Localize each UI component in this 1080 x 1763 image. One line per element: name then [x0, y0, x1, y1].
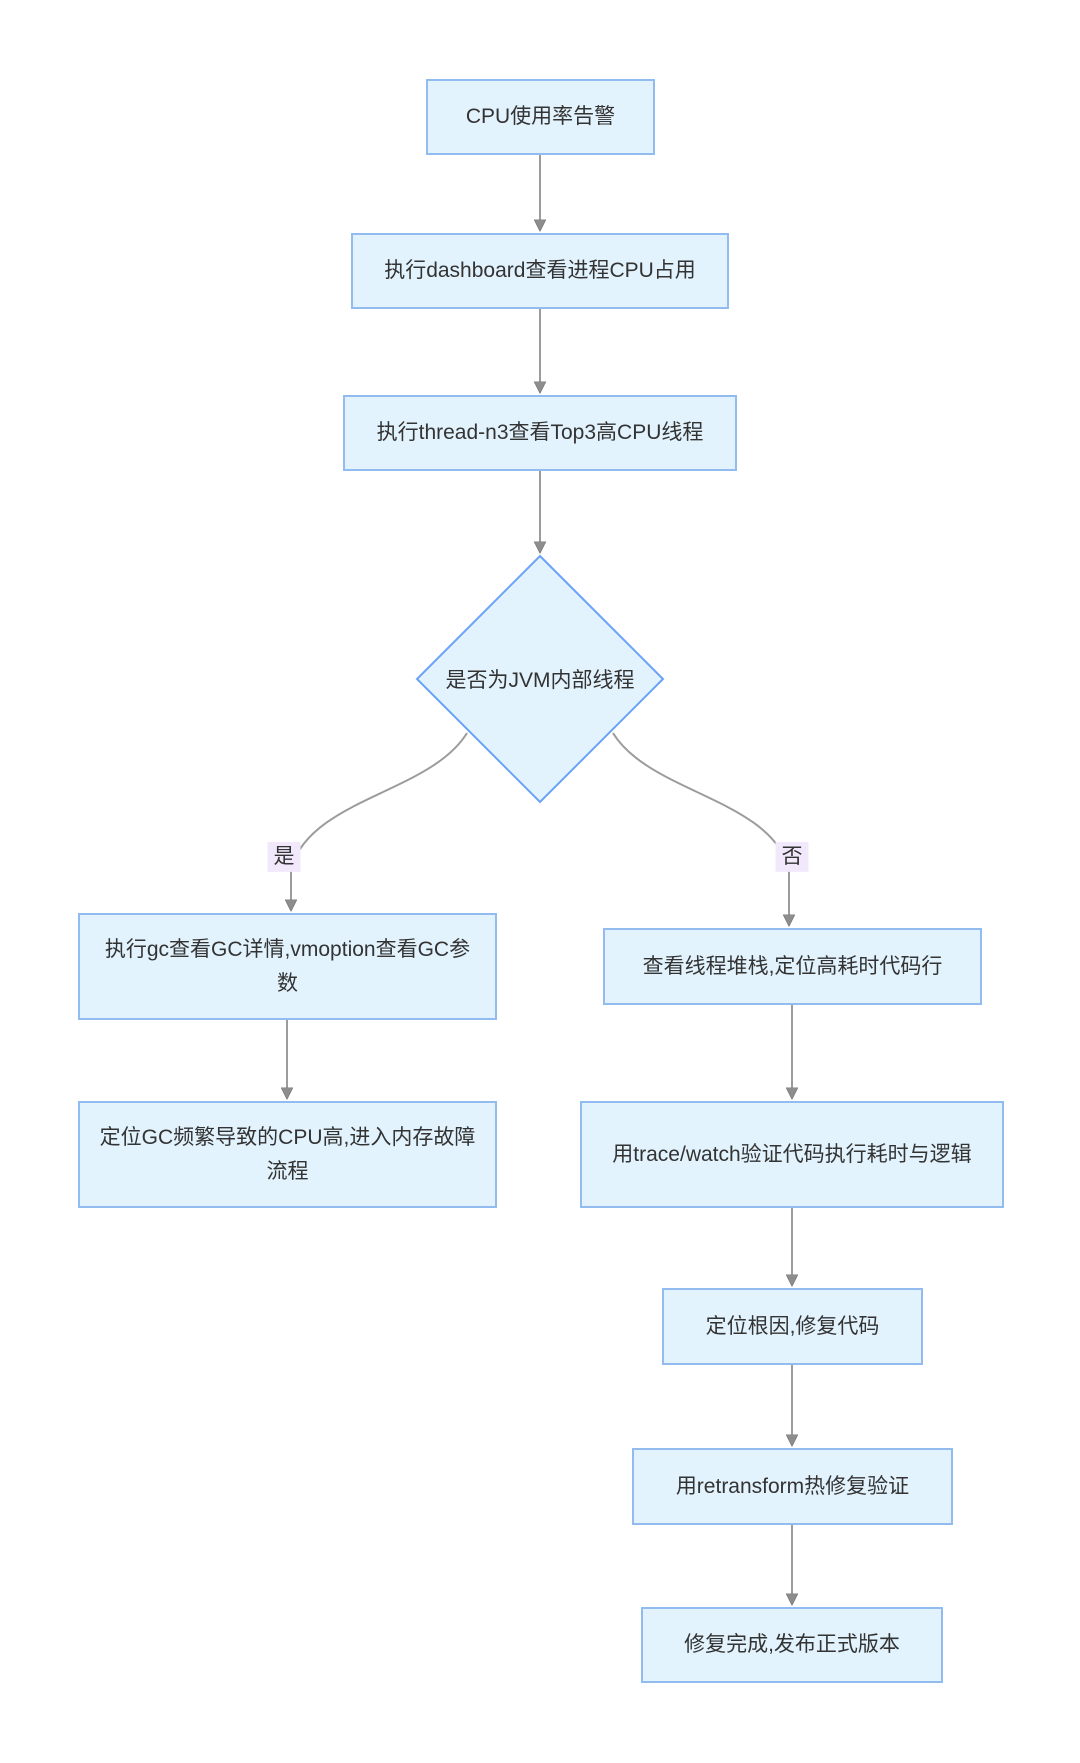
node-gc-vmoption: 执行gc查看GC详情,vmoption查看GC参数 [78, 913, 497, 1020]
node-retransform: 用retransform热修复验证 [632, 1448, 953, 1525]
edge-label-no: 否 [775, 841, 809, 873]
node-cpu-alert: CPU使用率告警 [426, 79, 655, 155]
node-dashboard: 执行dashboard查看进程CPU占用 [351, 233, 729, 309]
edge-decision-gc-yes [291, 732, 468, 909]
edge-label-yes: 是 [267, 841, 301, 873]
node-release: 修复完成,发布正式版本 [641, 1607, 943, 1683]
node-gc-locate: 定位GC频繁导致的CPU高,进入内存故障流程 [78, 1101, 497, 1208]
node-decision-jvm-thread: 是否为JVM内部线程 [445, 669, 635, 692]
node-thread-stack: 查看线程堆栈,定位高耗时代码行 [603, 928, 982, 1005]
decision-diamond-shape [415, 554, 665, 804]
node-trace-watch: 用trace/watch验证代码执行耗时与逻辑 [580, 1101, 1004, 1208]
node-fix-code: 定位根因,修复代码 [662, 1288, 923, 1365]
edge-decision-stack-no [612, 732, 789, 924]
node-thread-top3: 执行thread-n3查看Top3高CPU线程 [343, 395, 737, 471]
